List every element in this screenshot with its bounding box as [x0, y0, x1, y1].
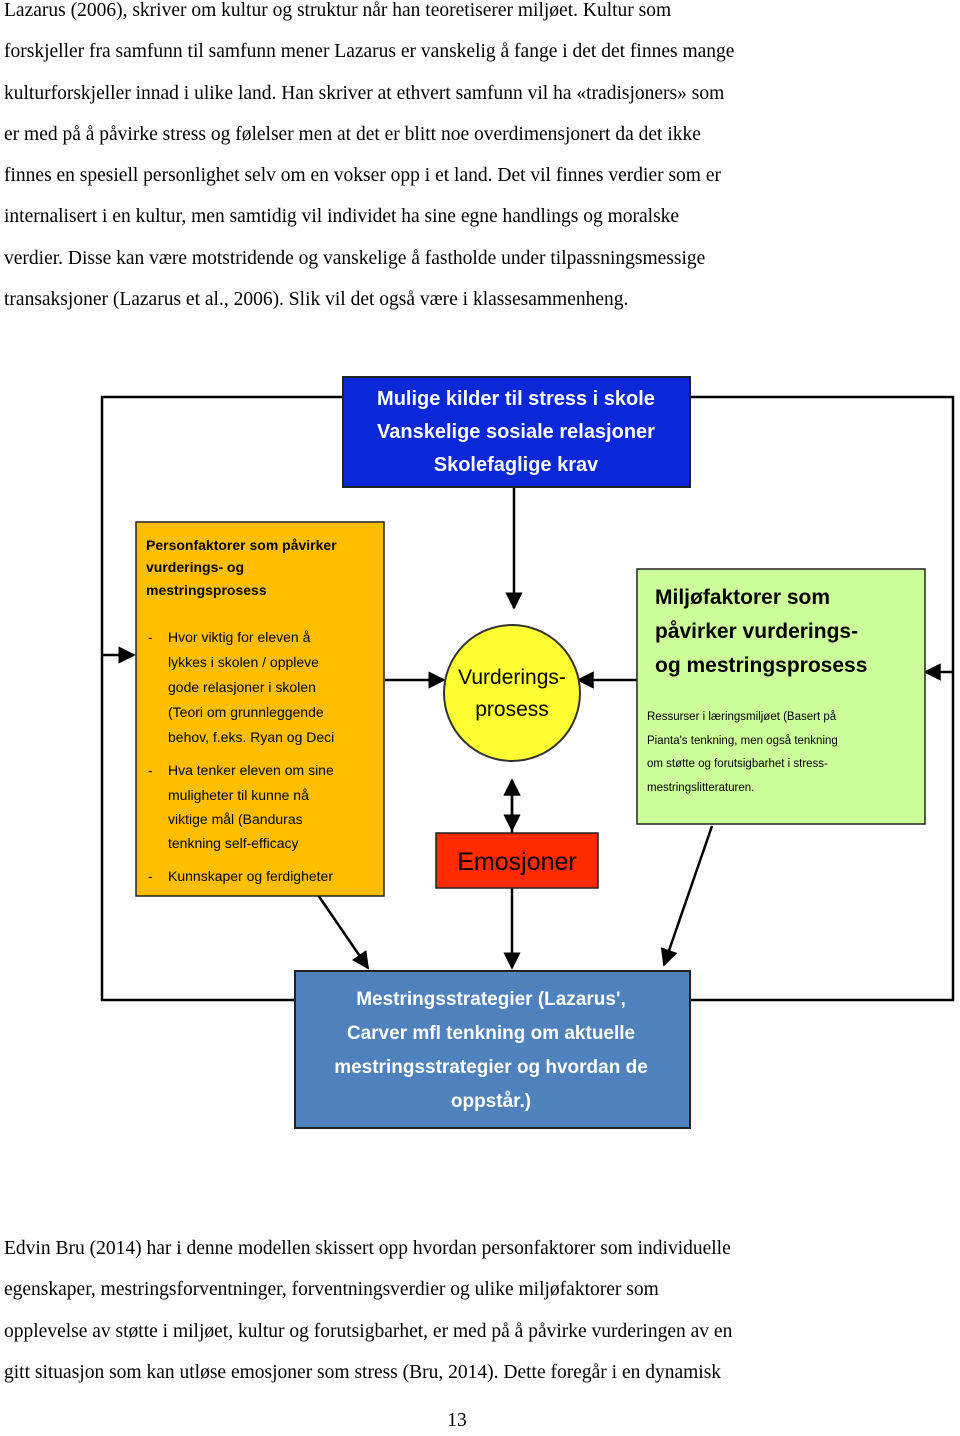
stress-sources-line: Vanskelige sosiale relasjoner	[377, 421, 655, 443]
environment-factors-title: Miljøfaktorer som	[655, 586, 830, 609]
text-line: egenskaper, mestringsforventninger, forv…	[4, 1279, 659, 1301]
environment-factors-line: Ressurser i læringsmiljøet (Basert på	[647, 711, 837, 723]
text-line: Edvin Bru (2014) har i denne modellen sk…	[4, 1238, 731, 1259]
person-factor-line: (Teori om grunnleggende	[168, 704, 324, 720]
environment-factors-title: og mestringsprosess	[655, 654, 867, 677]
environment-factors-line: om støtte og forutsigbarhet i stress-	[647, 758, 828, 770]
person-factors-box: Personfaktorer som påvirker vurderings- …	[135, 521, 385, 897]
coping-strategies-line: mestringsstrategier og hvordan de	[334, 1057, 648, 1078]
text-line: er med på å påvirke stress og følelser m…	[4, 123, 701, 145]
stress-sources-box: Mulige kilder til stress i skole Vanskel…	[342, 376, 691, 488]
environment-factors-title: påvirker vurderings-	[655, 620, 858, 643]
person-factor-line: lykkes i skolen / oppleve	[168, 654, 319, 670]
bullet-marker: -	[148, 868, 153, 884]
emotions-label: Emosjoner	[457, 848, 577, 876]
person-factor-line: Kunnskaper og ferdigheter	[168, 868, 333, 884]
feedback-frame	[100, 395, 955, 1002]
text-line: kulturforskjeller innad i ulike land. Ha…	[4, 82, 725, 104]
person-factor-line: tenkning self-efficacy	[168, 835, 298, 851]
text-line: Lazarus (2006), skriver om kultur og str…	[4, 0, 672, 21]
person-factor-line: Hva tenker eleven om sine	[168, 762, 334, 778]
appraisal-process-label: prosess	[475, 698, 549, 721]
arrow-right-to-bottom	[660, 825, 714, 967]
coping-strategies-box: Mestringsstrategier (Lazarus', Carver mf…	[294, 970, 691, 1129]
text-line: gitt situasjon som kan utløse emosjoner …	[4, 1361, 722, 1383]
coping-strategies-line: Carver mfl tenkning om aktuelle	[347, 1023, 635, 1044]
connector-arrows	[102, 488, 953, 970]
coping-strategies-line: Mestringsstrategier (Lazarus',	[356, 989, 626, 1010]
paragraph-bottom: Edvin Bru (2014) har i denne modellen sk…	[4, 1228, 954, 1393]
stress-sources-line: Skolefaglige krav	[434, 454, 599, 476]
coping-strategies-line: oppstår.)	[451, 1091, 531, 1112]
emotions-box: Emosjoner	[435, 832, 599, 889]
text-line: internalisert i en kultur, men samtidig …	[4, 206, 680, 228]
stress-model-diagram: Mulige kilder til stress i skole Vanskel…	[100, 376, 955, 1129]
environment-factors-line: mestringslitteraturen.	[647, 782, 754, 794]
person-factor-line: viktige mål (Banduras	[168, 811, 303, 827]
paragraph-top: Lazarus (2006), skriver om kultur og str…	[4, 0, 954, 320]
person-factors-title: vurderings- og	[146, 559, 244, 575]
appraisal-process-circle: Vurderings- prosess	[443, 624, 581, 762]
text-line: verdier. Disse kan være motstridende og …	[4, 247, 706, 269]
text-line: opplevelse av støtte i miljøet, kultur o…	[4, 1320, 733, 1342]
text-line: forskjeller fra samfunn til samfunn mene…	[4, 41, 735, 63]
person-factor-line: Hvor viktig for eleven å	[168, 629, 311, 645]
person-factor-line: behov, f.eks. Ryan og Deci	[168, 729, 334, 745]
person-factor-line: gode relasjoner i skolen	[168, 679, 316, 695]
person-factors-title: mestringsprosess	[146, 582, 267, 598]
text-line: finnes en spesiell personlighet selv om …	[4, 165, 721, 187]
appraisal-process-label: Vurderings-	[458, 666, 566, 689]
person-factor-line: muligheter til kunne nå	[168, 787, 309, 803]
text-line: transaksjoner (Lazarus et al., 2006). Sl…	[4, 289, 629, 311]
person-factors-title: Personfaktorer som påvirker	[146, 537, 337, 553]
arrow-left-to-bottom	[316, 894, 370, 970]
bullet-marker: -	[148, 629, 153, 645]
environment-factors-box: Miljøfaktorer som påvirker vurderings- o…	[636, 568, 926, 825]
page-number: 13	[447, 1410, 467, 1431]
stress-sources-line: Mulige kilder til stress i skole	[377, 388, 655, 410]
bullet-marker: -	[148, 762, 153, 778]
environment-factors-line: Pianta's tenkning, men også tenkning	[647, 735, 838, 747]
